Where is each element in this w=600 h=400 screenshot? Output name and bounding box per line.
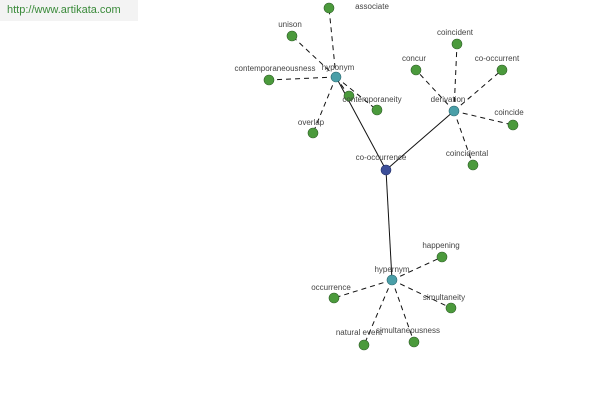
word-node[interactable]	[371, 104, 383, 116]
word-label[interactable]: coincident	[437, 28, 474, 37]
relation-node-hypernym[interactable]	[386, 274, 398, 286]
word-node[interactable]	[286, 30, 298, 42]
edge-hyponym-word	[328, 7, 337, 78]
center-label[interactable]: co-occurrence	[356, 153, 407, 162]
relation-label-derivation[interactable]: derivation	[431, 95, 466, 104]
edge-hyponym-word	[291, 35, 337, 78]
edge-hypernym-word	[391, 279, 452, 309]
relation-label-hyponym[interactable]: hyponym	[322, 63, 355, 72]
source-url[interactable]: http://www.artikata.com	[0, 0, 138, 21]
word-node[interactable]	[436, 251, 448, 263]
word-node[interactable]	[451, 38, 463, 50]
word-label[interactable]: contemporaneity	[342, 95, 401, 104]
edge-hyponym-word	[268, 76, 337, 81]
edge-derivation-word	[453, 110, 514, 126]
word-node[interactable]	[323, 2, 335, 14]
word-label[interactable]: happening	[422, 241, 459, 250]
edge-derivation	[385, 110, 455, 171]
word-label[interactable]: unison	[278, 20, 302, 29]
relation-node-hyponym[interactable]	[330, 71, 342, 83]
word-node[interactable]	[507, 119, 519, 131]
word-node[interactable]	[263, 74, 275, 86]
edges-layer	[268, 7, 514, 346]
edge-hypernym-word	[333, 279, 393, 299]
labels-layer: associate unison contemporaneousness contem…	[235, 2, 525, 337]
word-label[interactable]: co-occurrent	[475, 54, 520, 63]
word-node[interactable]	[307, 127, 319, 139]
relation-label-hypernym[interactable]: hypernym	[374, 265, 409, 274]
edge-hypernym-word	[363, 279, 393, 346]
word-node[interactable]	[358, 339, 370, 351]
word-label[interactable]: associate	[355, 2, 389, 11]
word-label[interactable]: simultaneity	[423, 293, 465, 302]
edge-derivation-word	[415, 69, 455, 112]
nodes-layer	[263, 2, 519, 351]
word-label[interactable]: simultaneousness	[376, 326, 440, 335]
word-label[interactable]: natural event	[336, 328, 383, 337]
word-label[interactable]: concur	[402, 54, 426, 63]
word-label[interactable]: coincide	[494, 108, 524, 117]
relation-node-derivation[interactable]	[448, 105, 460, 117]
edge-hyponym-word	[312, 76, 337, 134]
edge-hyponym-word	[335, 76, 378, 111]
word-label[interactable]: overlap	[298, 118, 325, 127]
word-node[interactable]	[328, 292, 340, 304]
word-label[interactable]: contemporaneousness	[235, 64, 316, 73]
word-node[interactable]	[410, 64, 422, 76]
edge-hypernym-word	[391, 256, 443, 281]
edge-hypernym-word	[391, 279, 415, 343]
word-node[interactable]	[496, 64, 508, 76]
word-node[interactable]	[408, 336, 420, 348]
edge-hypernym	[385, 169, 393, 281]
center-node[interactable]	[380, 164, 392, 176]
edge-derivation-word	[453, 43, 458, 112]
word-node[interactable]	[343, 90, 355, 102]
word-node[interactable]	[467, 159, 479, 171]
word-label[interactable]: occurrence	[311, 283, 351, 292]
edge-hyponym	[335, 76, 387, 171]
word-node[interactable]	[445, 302, 457, 314]
edge-derivation-word	[453, 110, 474, 166]
edge-derivation-word	[453, 69, 503, 112]
word-label[interactable]: coincidental	[446, 149, 488, 158]
